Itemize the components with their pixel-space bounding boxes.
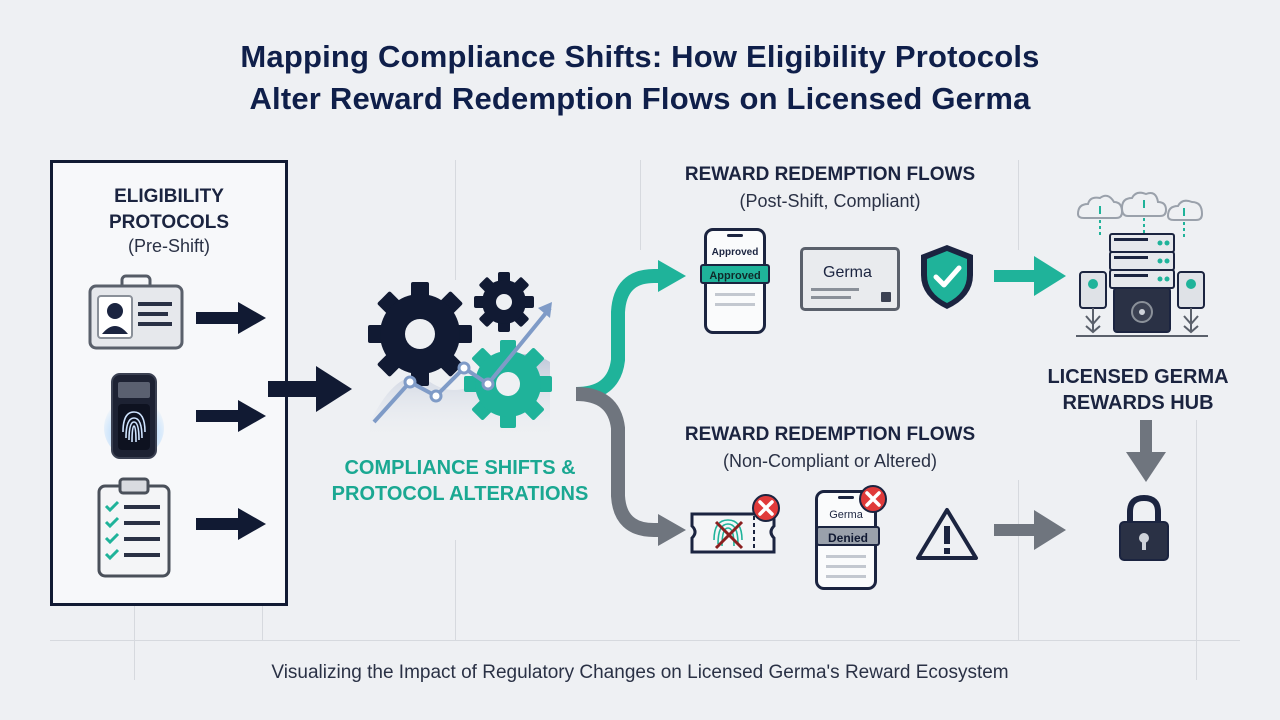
denied-phone-line [826, 565, 866, 568]
grid-line [640, 160, 641, 250]
germa-card-label: Germa [823, 264, 872, 281]
arrow-right-grey-icon [994, 510, 1066, 550]
denied-phone-line [826, 555, 866, 558]
phone-notch [727, 234, 743, 237]
grid-line [455, 160, 456, 280]
crossed-ticket-icon [690, 494, 780, 554]
divider-line [50, 640, 1240, 641]
noncompliant-flow-subheading: (Non-Compliant or Altered) [722, 451, 938, 471]
approved-phone-label: Approved [711, 247, 759, 258]
hub-label-line-1: LICENSED GERMA [1047, 366, 1229, 388]
denied-phone-line [826, 575, 866, 578]
denied-badge: Denied [816, 526, 880, 546]
compliant-flow-subheading: (Post-Shift, Compliant) [739, 191, 921, 211]
arrow-right-icon [196, 400, 266, 432]
grid-line [262, 580, 263, 640]
checklist-clipboard-icon [97, 477, 171, 578]
server-hub-icon [1076, 191, 1208, 337]
title-line-1: Mapping Compliance Shifts: How Eligibili… [240, 39, 1040, 74]
arrow-right-icon [196, 302, 266, 334]
eligibility-heading-line-2: PROTOCOLS [109, 212, 229, 233]
page-title: Mapping Compliance Shifts: How Eligibili… [0, 36, 1280, 120]
grid-line [1018, 480, 1019, 640]
hub-label-line-2: REWARDS HUB [1062, 392, 1214, 414]
arrow-right-large-icon [268, 366, 352, 412]
lock-icon [1119, 494, 1169, 561]
approved-phone-line [715, 293, 755, 296]
eligibility-subheading: (Pre-Shift) [127, 236, 210, 256]
germa-card-stripe [811, 288, 859, 291]
fingerprint-device-icon [104, 373, 164, 459]
eligibility-heading: ELIGIBILITY PROTOCOLS [50, 184, 288, 236]
shield-check-icon [921, 245, 973, 309]
compliance-label-line-1: COMPLIANCE SHIFTS & [344, 457, 576, 479]
germa-card: Germa [800, 247, 900, 311]
branch-arrow-noncompliant [575, 387, 686, 546]
hub-label: LICENSED GERMA REWARDS HUB [1020, 364, 1256, 416]
arrow-right-teal-icon [994, 256, 1066, 296]
grid-line [1018, 160, 1019, 250]
eligibility-heading-line-1: ELIGIBILITY [114, 186, 224, 207]
warning-icon [916, 508, 978, 560]
denied-x-icon [859, 485, 887, 513]
phone-notch [838, 496, 854, 499]
compliance-label: COMPLIANCE SHIFTS & PROTOCOL ALTERATIONS [300, 455, 620, 507]
germa-card-chip [881, 292, 891, 302]
arrow-right-icon [196, 508, 266, 540]
footer-caption: Visualizing the Impact of Regulatory Cha… [271, 662, 1009, 683]
denied-phone-label: Germa [829, 509, 863, 521]
compliant-flow-heading: REWARD REDEMPTION FLOWS [684, 164, 976, 185]
approved-badge: Approved [700, 264, 770, 284]
id-card-icon [88, 274, 184, 350]
approved-phone-line [715, 303, 755, 306]
branch-arrow-compliant [575, 260, 686, 401]
gears-trend-icon [368, 272, 552, 442]
title-line-2: Alter Reward Redemption Flows on License… [249, 81, 1031, 116]
grid-line [134, 580, 135, 680]
grid-line [455, 540, 456, 640]
compliance-label-line-2: PROTOCOL ALTERATIONS [331, 483, 589, 505]
arrow-down-icon [1126, 420, 1166, 482]
germa-card-stripe [811, 296, 851, 299]
grid-line [1196, 420, 1197, 680]
noncompliant-flow-heading: REWARD REDEMPTION FLOWS [684, 424, 976, 445]
